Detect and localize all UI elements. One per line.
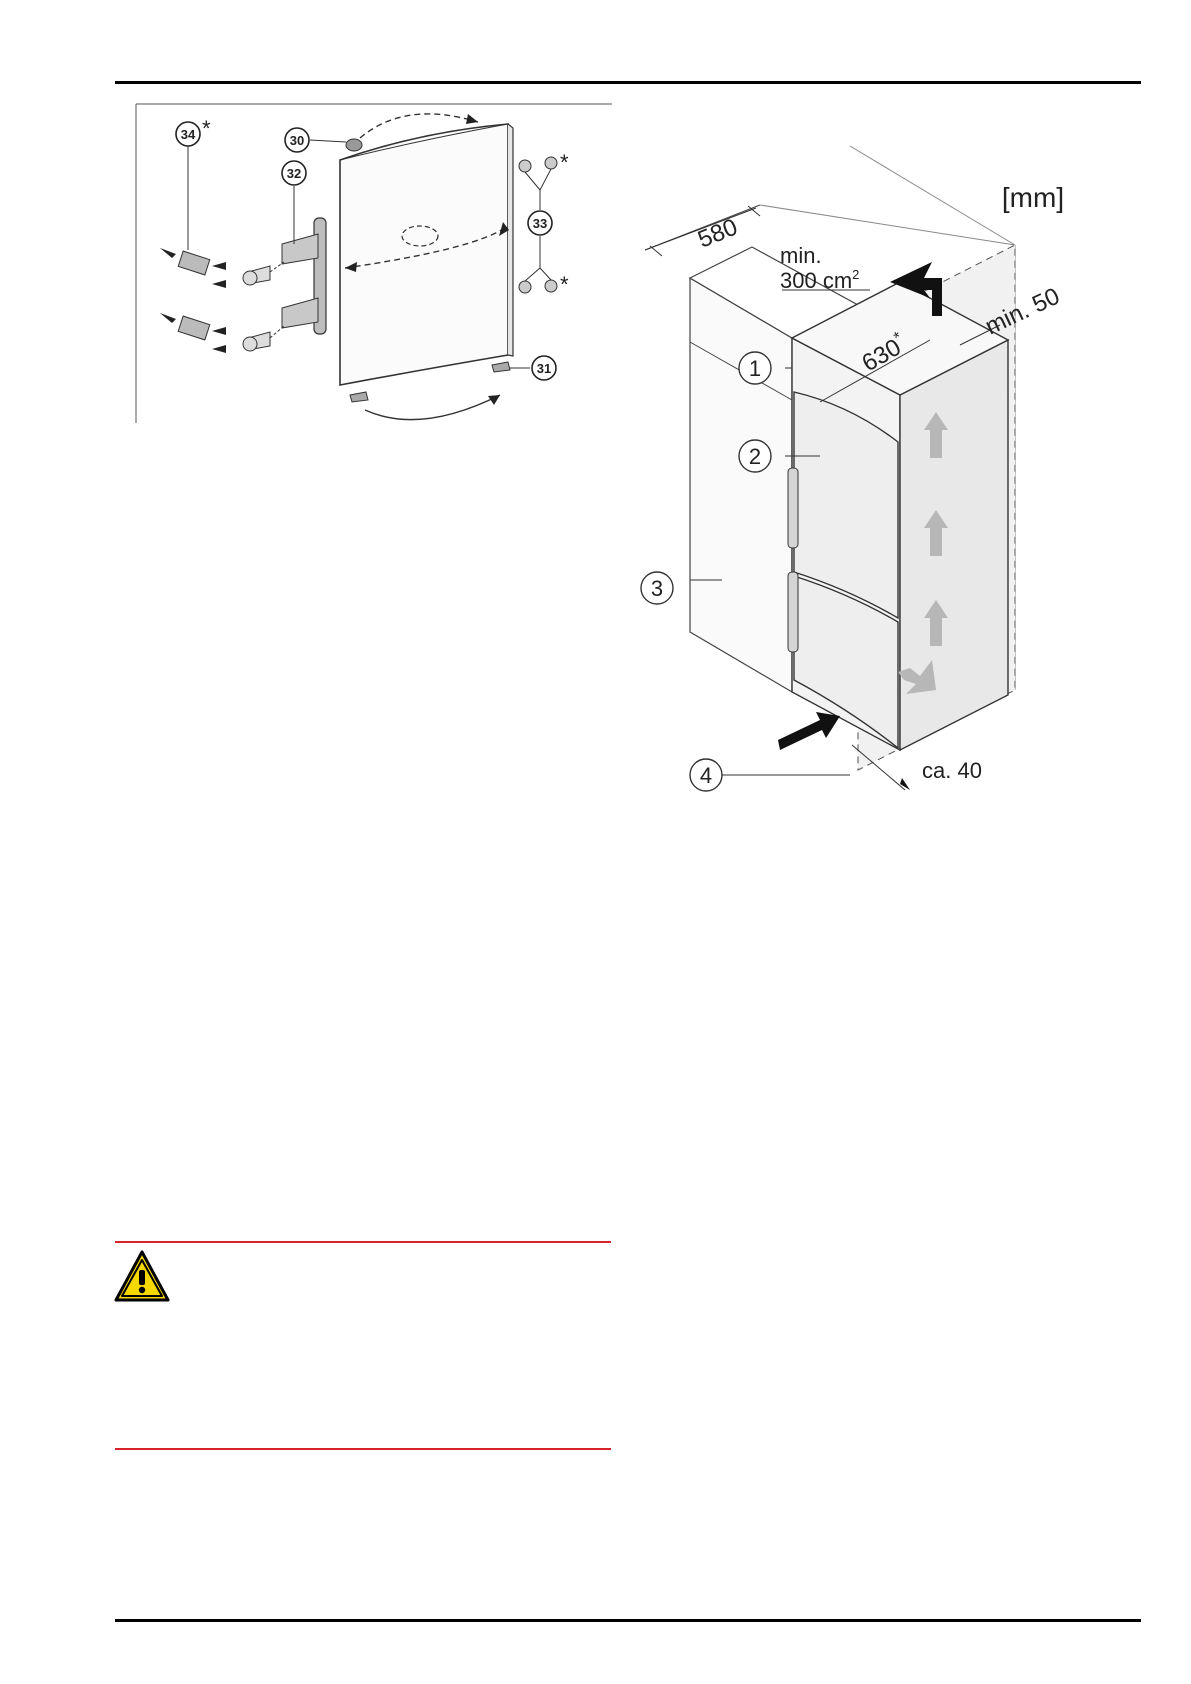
- install-callout-1-label: 1: [749, 356, 761, 381]
- unit-label: [mm]: [1002, 182, 1064, 213]
- dim-vent-line2: 300 cm2: [780, 267, 859, 293]
- callout-34: 34 *: [175, 116, 211, 147]
- callout-33-label: 33: [533, 216, 547, 231]
- install-callout-3-label: 3: [651, 576, 663, 601]
- install-callout-2: 2: [738, 439, 772, 473]
- dim-width: 630*: [857, 329, 912, 377]
- callout-30: 30: [284, 127, 310, 153]
- callout-32-label: 32: [287, 166, 301, 181]
- warning-top-rule: [115, 1241, 611, 1243]
- dim-vent-sup: 2: [852, 267, 859, 282]
- callout-33: 33 * *: [527, 150, 569, 297]
- install-callout-4-label: 4: [700, 763, 712, 788]
- dim-depth: 580: [694, 214, 741, 254]
- install-callout-1: 1: [738, 351, 772, 385]
- footer-rule: [115, 1619, 1141, 1622]
- callout-33-asterisk-bottom: *: [560, 272, 569, 297]
- callout-31-label: 31: [537, 361, 551, 376]
- callout-30-label: 30: [290, 133, 304, 148]
- warning-triangle-icon: [114, 1250, 170, 1302]
- callout-33-asterisk-top: *: [560, 150, 569, 175]
- callout-32: 32: [281, 160, 307, 186]
- header-rule: [115, 81, 1141, 84]
- dim-bottom-gap: ca. 40: [922, 758, 982, 783]
- install-callout-3: 3: [640, 571, 674, 605]
- warning-bottom-rule: [115, 1448, 611, 1450]
- callout-31: 31: [531, 355, 557, 381]
- dim-vent-line1: min.: [780, 243, 822, 268]
- dim-vent-value: 300 cm: [780, 268, 852, 293]
- dim-top-gap: min. 50: [981, 283, 1064, 341]
- install-callout-4: 4: [689, 758, 723, 792]
- install-callout-2-label: 2: [749, 444, 761, 469]
- callout-34-asterisk: *: [202, 116, 211, 141]
- callout-34-label: 34: [181, 127, 196, 142]
